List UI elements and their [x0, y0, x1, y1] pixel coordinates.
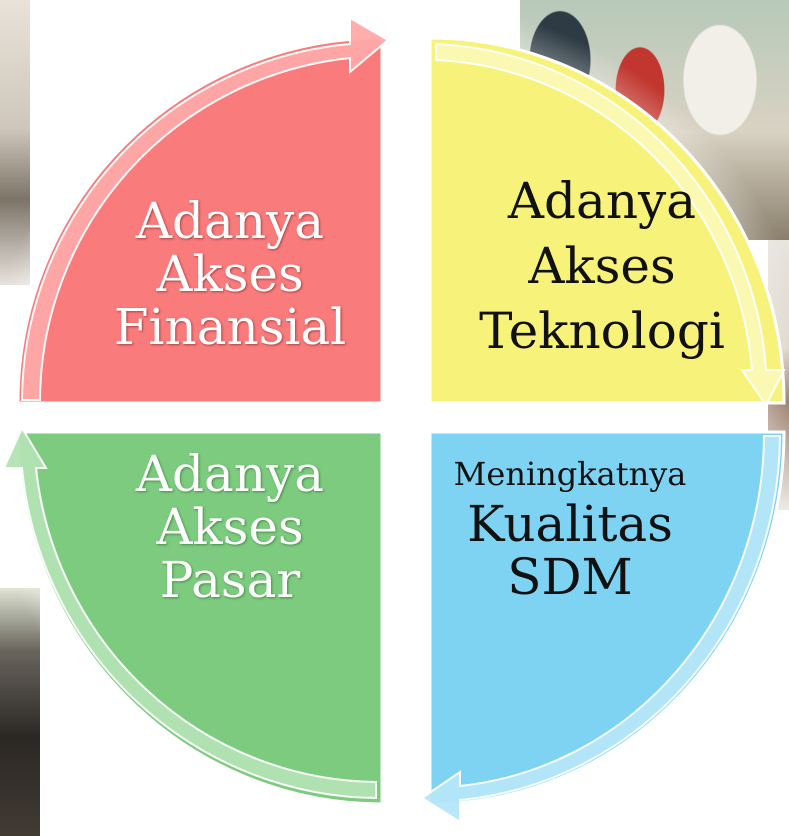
- quadrant-label-teknologi: Adanya Akses Teknologi: [452, 175, 752, 370]
- quadrant-label-pasar: Adanya Akses Pasar: [105, 448, 355, 607]
- quadrant-label-finansial: Adanya Akses Finansial: [105, 195, 355, 354]
- label-line: Akses: [156, 498, 304, 556]
- label-line: Kualitas: [467, 494, 673, 553]
- quadrant-bottom-left: [16, 430, 384, 806]
- label-line: Pasar: [159, 551, 301, 609]
- label-line: Finansial: [113, 298, 347, 356]
- cycle-arrow-yellow: [435, 42, 786, 407]
- label-line: Meningkatnya: [453, 455, 687, 493]
- cycle-arrow-blue: [420, 435, 782, 824]
- label-line: Teknologi: [479, 302, 725, 360]
- label-line: Adanya: [507, 172, 697, 230]
- label-line: Akses: [156, 245, 304, 303]
- quadrant-label-sdm: Meningkatnya Kualitas SDM: [440, 455, 700, 606]
- quadrant-bottom-right: [428, 430, 786, 806]
- label-line: Adanya: [135, 445, 325, 503]
- quadrant-top-left: [16, 36, 384, 405]
- label-line: SDM: [507, 547, 633, 606]
- cycle-arrow-green: [2, 425, 377, 800]
- quadrant-top-right: [428, 36, 786, 405]
- label-line: Adanya: [135, 192, 325, 250]
- label-line: Akses: [528, 237, 676, 295]
- cycle-arrow-red: [20, 16, 390, 401]
